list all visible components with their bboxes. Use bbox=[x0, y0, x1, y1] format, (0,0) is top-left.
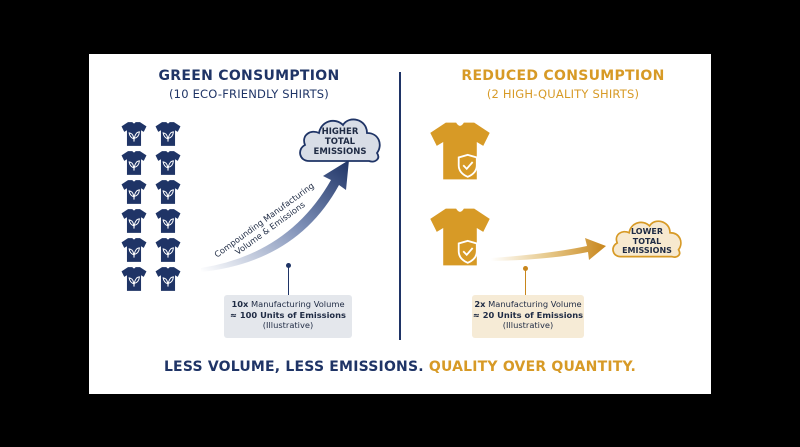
cloud-left-line3: EMISSIONS bbox=[313, 147, 367, 157]
right-box-line2: ≈ 20 Units of Emissions bbox=[472, 310, 584, 321]
right-info-box: 2x Manufacturing Volume ≈ 20 Units of Em… bbox=[472, 295, 584, 338]
right-title: REDUCED CONSUMPTION bbox=[461, 68, 665, 84]
tagline: LESS VOLUME, LESS EMISSIONS. QUALITY OVE… bbox=[89, 359, 711, 375]
quality-shirt-icon bbox=[430, 122, 490, 180]
left-title: GREEN CONSUMPTION bbox=[158, 68, 340, 84]
compounding-arrow-icon bbox=[201, 160, 349, 272]
left-info-box: 10x Manufacturing Volume ≈ 100 Units of … bbox=[224, 295, 352, 338]
infographic-card: GREEN CONSUMPTION (10 ECO-FRIENDLY SHIRT… bbox=[89, 54, 711, 394]
cloud-right-line1: LOWER bbox=[630, 227, 664, 236]
left-box-multiplier: 10x bbox=[231, 299, 249, 309]
cloud-left-line2: TOTAL bbox=[324, 137, 356, 147]
eco-shirt-icon bbox=[155, 151, 181, 175]
left-box-line1: 10x Manufacturing Volume bbox=[224, 299, 352, 310]
cloud-right-line3: EMISSIONS bbox=[622, 246, 672, 255]
tagline-part1: LESS VOLUME, LESS EMISSIONS. bbox=[163, 359, 424, 375]
eco-shirt-icon bbox=[121, 209, 147, 233]
tagline-part2: QUALITY OVER QUANTITY. bbox=[428, 359, 637, 375]
eco-shirt-icon bbox=[121, 238, 147, 262]
right-subtitle: (2 HIGH-QUALITY SHIRTS) bbox=[486, 87, 640, 101]
right-box-line1: 2x Manufacturing Volume bbox=[472, 299, 584, 310]
higher-emissions-label: HIGHER TOTAL EMISSIONS bbox=[301, 127, 379, 157]
eco-shirt-icon bbox=[155, 267, 181, 291]
lower-arrow-icon bbox=[491, 238, 606, 261]
left-box-volume: Manufacturing Volume bbox=[248, 299, 345, 309]
eco-shirt-icon bbox=[155, 122, 181, 146]
center-divider bbox=[399, 72, 401, 340]
right-pin-dot bbox=[523, 266, 528, 271]
left-box-line2: ≈ 100 Units of Emissions bbox=[224, 310, 352, 321]
left-box-emissions: ≈ 100 Units of Emissions bbox=[230, 309, 346, 320]
lower-emissions-label: LOWER TOTAL EMISSIONS bbox=[613, 227, 681, 256]
right-box-emissions: ≈ 20 Units of Emissions bbox=[472, 309, 584, 320]
eco-shirt-icon bbox=[121, 151, 147, 175]
eco-shirt-icon bbox=[121, 267, 147, 291]
left-subtitle: (10 ECO-FRIENDLY SHIRTS) bbox=[169, 87, 329, 101]
eco-shirt-icon bbox=[155, 180, 181, 204]
left-pin-dot bbox=[286, 263, 291, 268]
eco-shirt-icon bbox=[155, 209, 181, 233]
cloud-right-line2: TOTAL bbox=[632, 236, 662, 246]
right-pin-line bbox=[525, 270, 526, 295]
right-box-line3: (Illustrative) bbox=[502, 320, 554, 330]
left-pin-line bbox=[288, 267, 289, 295]
right-box-volume: Manufacturing Volume bbox=[485, 299, 582, 309]
lower-emissions-cloud-icon bbox=[612, 220, 682, 258]
right-box-multiplier: 2x bbox=[474, 299, 486, 309]
quality-shirt-icon bbox=[430, 208, 490, 266]
eco-shirt-icon bbox=[121, 122, 147, 146]
higher-emissions-cloud-icon bbox=[299, 118, 381, 163]
cloud-left-line1: HIGHER bbox=[321, 127, 359, 137]
eco-shirt-icon bbox=[121, 180, 147, 204]
eco-shirt-icon bbox=[155, 238, 181, 262]
left-box-line3: (Illustrative) bbox=[262, 320, 314, 330]
